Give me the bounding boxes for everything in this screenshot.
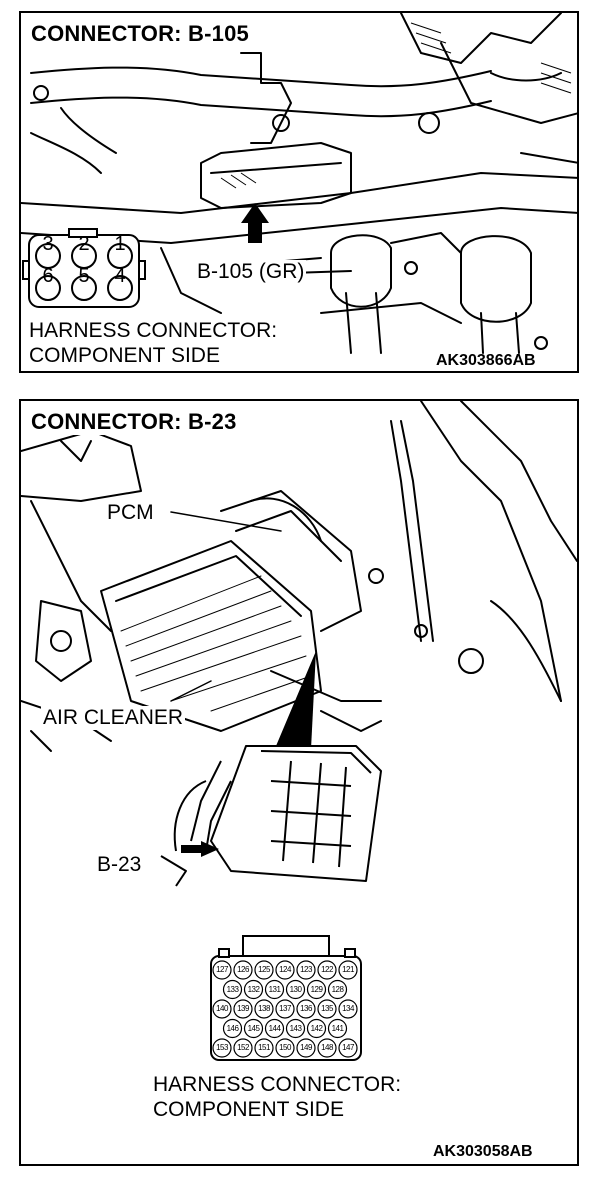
- panel-title: CONNECTOR: B-105: [27, 21, 253, 47]
- connector-b23-panel: CONNECTOR: B-23 PCM AIR CLEANER B-23 127…: [19, 399, 579, 1166]
- pin-label: 147: [342, 1043, 354, 1052]
- pointer-arrow-icon: [241, 203, 269, 243]
- pin-circle: [296, 1038, 316, 1058]
- pin-label: 145: [247, 1023, 260, 1033]
- pin-label: 144: [268, 1023, 281, 1033]
- pin-circle: [264, 1018, 285, 1039]
- b23-label: B-23: [97, 853, 142, 876]
- pin-circle: [296, 960, 316, 980]
- pin-label: 129: [310, 984, 323, 994]
- pin-label: 133: [226, 984, 239, 994]
- pin-label: 5: [78, 265, 90, 287]
- pin-label: 127: [216, 965, 228, 974]
- pin-label: 141: [331, 1023, 344, 1033]
- harness-label-line2: COMPONENT SIDE: [153, 1098, 344, 1121]
- pin-label: 137: [279, 1004, 291, 1013]
- pin-label: 135: [321, 1004, 333, 1013]
- pin-label: 123: [300, 965, 312, 974]
- pin-circle: [317, 1038, 337, 1058]
- figure-code: AK303866AB: [436, 352, 536, 369]
- pin-label: 121: [342, 965, 354, 974]
- pin-label: 130: [289, 984, 302, 994]
- pin-label: 151: [258, 1043, 270, 1052]
- pin-circle: [338, 999, 358, 1019]
- pin-circle: [306, 979, 327, 1000]
- pin-circle: [327, 1018, 348, 1039]
- pin-circle: [317, 960, 337, 980]
- pin-label: 143: [289, 1023, 302, 1033]
- pin-label: 131: [268, 984, 281, 994]
- pin-circle: [254, 960, 274, 980]
- pin-label: 6: [42, 265, 54, 287]
- pin-label: 149: [300, 1043, 312, 1052]
- pin-label: 134: [342, 1004, 354, 1013]
- connector-callout: B-105 (GR): [195, 260, 307, 284]
- pin-circle: [296, 999, 316, 1019]
- pin-label: 139: [237, 1004, 249, 1013]
- pin-circle: [233, 999, 253, 1019]
- pin-circle: [285, 979, 306, 1000]
- pin-circle: [306, 1018, 327, 1039]
- pin-label: 124: [279, 965, 291, 974]
- pointer-triangle-icon: [276, 651, 316, 749]
- pin-circle: [275, 1038, 295, 1058]
- pin-circle: [233, 1038, 253, 1058]
- pin-label: 146: [226, 1023, 239, 1033]
- pin-circle: [212, 1038, 232, 1058]
- harness-label-line1: HARNESS CONNECTOR:: [153, 1073, 402, 1096]
- pin-circle: [254, 1038, 274, 1058]
- pcm-connector-detail: [160, 745, 382, 887]
- pin-label: 125: [258, 965, 270, 974]
- pin-label: 132: [247, 984, 260, 994]
- panel-title: CONNECTOR: B-23: [27, 409, 241, 435]
- pin-label: 153: [216, 1043, 228, 1052]
- pin-label: 3: [42, 233, 54, 255]
- pin-circle: [285, 1018, 306, 1039]
- pin-circle: [327, 979, 348, 1000]
- pin-circle: [243, 1018, 264, 1039]
- b23-arrow-icon: [181, 841, 219, 857]
- pin-circle: [275, 999, 295, 1019]
- pin-label: 140: [216, 1004, 228, 1013]
- pin-label: 128: [331, 984, 344, 994]
- pin-label: 138: [258, 1004, 270, 1013]
- pin-circle: [212, 999, 232, 1019]
- pin-label: 4: [114, 265, 126, 287]
- pin-circle: [317, 999, 337, 1019]
- pin-label: 148: [321, 1043, 333, 1052]
- pin-circle: [338, 960, 358, 980]
- pin-label: 136: [300, 1004, 312, 1013]
- pin-circle: [338, 1038, 358, 1058]
- pin-circle: [243, 979, 264, 1000]
- harness-label-line2: COMPONENT SIDE: [29, 344, 220, 367]
- harness-label-line1: HARNESS CONNECTOR:: [29, 319, 278, 342]
- pin-label: 122: [321, 965, 333, 974]
- air-cleaner-label: AIR CLEANER: [41, 706, 186, 730]
- pin-circle: [222, 979, 243, 1000]
- pin-circle: [222, 1018, 243, 1039]
- engine-bay-illustration-b23: [21, 401, 577, 1061]
- pin-label: 126: [237, 965, 249, 974]
- pin-label: 1: [114, 233, 126, 255]
- pin-circle: [275, 960, 295, 980]
- pcm-label: PCM: [105, 501, 156, 525]
- pin-label: 152: [237, 1043, 249, 1052]
- connector-b105-panel: CONNECTOR: B-105 3 2 1 6 5 4 B-105 (GR) …: [19, 11, 579, 373]
- pin-circle: [212, 960, 232, 980]
- pin-label: 142: [310, 1023, 323, 1033]
- pin-label: 2: [78, 233, 90, 255]
- pin-label: 150: [279, 1043, 291, 1052]
- figure-code: AK303058AB: [433, 1143, 533, 1160]
- pin-circle: [254, 999, 274, 1019]
- engine-bay-illustration-b105: [21, 13, 577, 354]
- pin-circle: [264, 979, 285, 1000]
- pin-circle: [233, 960, 253, 980]
